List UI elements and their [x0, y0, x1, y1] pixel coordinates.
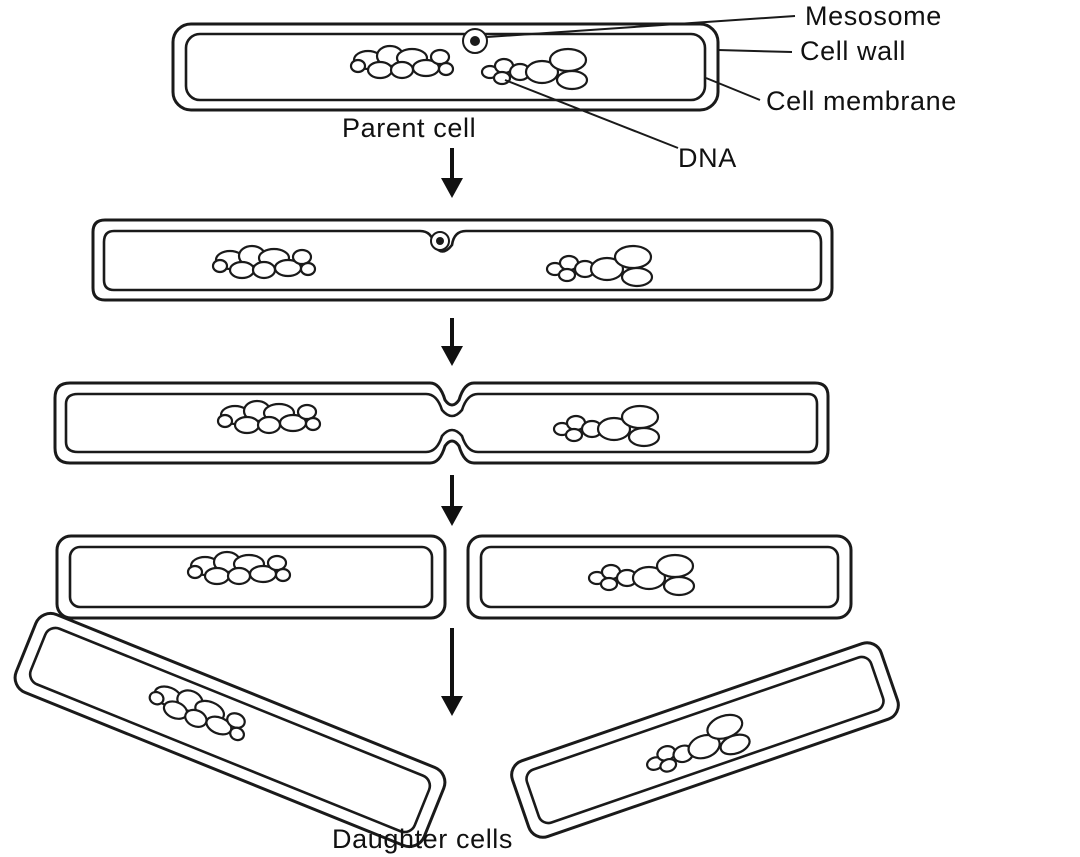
- daughter-cell-right: [508, 639, 903, 842]
- daughter-cell-left: [10, 609, 449, 852]
- dna-label: DNA: [678, 143, 737, 173]
- mesosome: [463, 29, 487, 53]
- parent-cell: [173, 24, 718, 110]
- separated-cell-right: [468, 536, 851, 618]
- process-arrow: [441, 475, 463, 526]
- constricting-cell: [55, 383, 828, 463]
- dna-cluster: [482, 49, 587, 89]
- cell-wall-label: Cell wall: [800, 36, 906, 66]
- dna-cluster: [351, 46, 453, 78]
- parent-cell-label: Parent cell: [342, 113, 476, 143]
- dna-cluster: [554, 406, 659, 446]
- cell-membrane-pointer: [706, 78, 760, 100]
- dna-replicated-cell: [93, 220, 832, 300]
- daughter-cells-label: Daughter cells: [332, 824, 513, 854]
- dna-cluster: [547, 246, 652, 286]
- mesosome-label: Mesosome: [805, 1, 942, 31]
- process-arrow: [441, 318, 463, 366]
- process-arrow: [441, 628, 463, 716]
- cell-membrane-label: Cell membrane: [766, 86, 957, 116]
- mesosome: [431, 232, 449, 250]
- dna-cluster: [188, 552, 290, 584]
- dna-cluster: [589, 555, 694, 595]
- dna-cluster: [213, 246, 315, 278]
- process-arrow: [441, 148, 463, 198]
- dna-pointer: [505, 80, 678, 148]
- cell-wall-pointer: [718, 50, 792, 52]
- dna-cluster: [218, 401, 320, 433]
- separated-cell-left: [57, 536, 445, 618]
